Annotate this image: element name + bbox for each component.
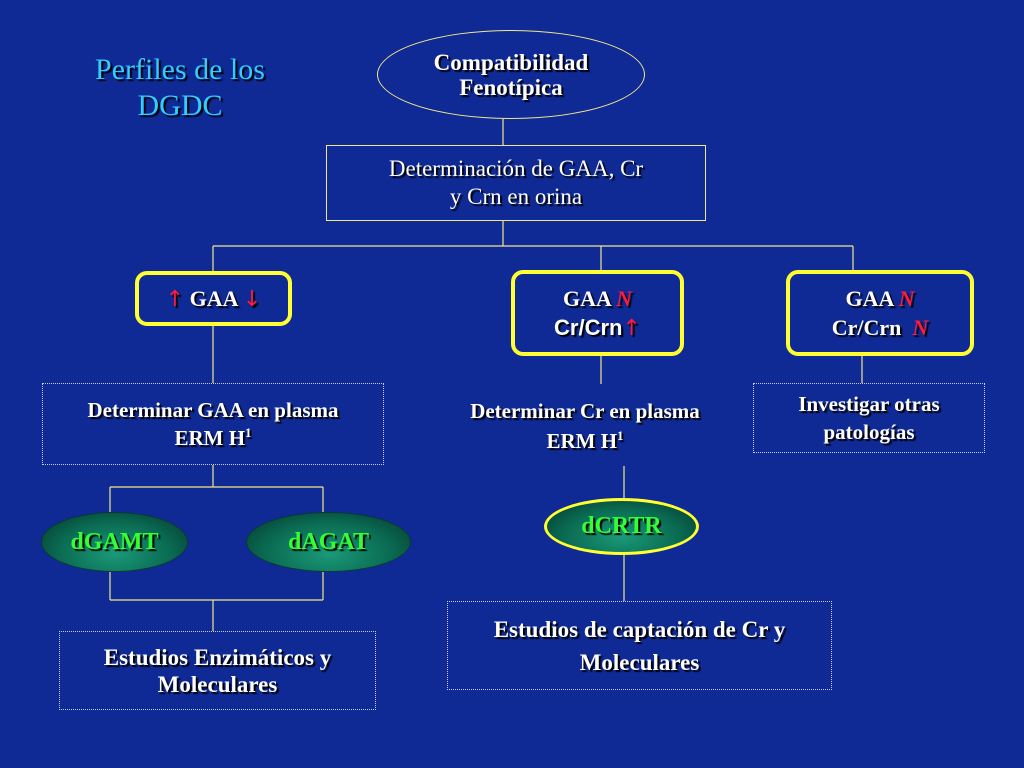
diagnosis-dagat: dAGAT	[246, 512, 411, 572]
determination-node: Determinación de GAA, Cr y Crn en orina	[326, 145, 706, 221]
plasma-cr-node: Determinar Cr en plasma ERM H1	[425, 396, 745, 456]
branch-right-ratio: Cr/Crn	[831, 315, 902, 340]
plasma-gaa-line1: Determinar GAA en plasma	[87, 398, 339, 422]
diagnosis-dcrtr: dCRTR	[544, 498, 699, 555]
branch-left-line: ↑ GAA ↓	[166, 284, 262, 314]
other-line1: Investigar otras	[798, 392, 940, 416]
studies-right-line2: Moleculares	[579, 649, 700, 675]
plasma-gaa-line2: ERM H1	[174, 424, 251, 452]
plasma-cr-erm: ERM H	[546, 429, 618, 453]
root-node-compatibility: Compatibilidad Fenotípica	[377, 30, 645, 119]
page-title-line2: DGDC	[137, 89, 223, 122]
branch-mid-line2: Cr/Crn↑	[554, 313, 641, 343]
plasma-gaa-node: Determinar GAA en plasma ERM H1	[42, 383, 384, 465]
root-node-line2: Fenotípica	[459, 74, 563, 100]
other-line2: patologías	[823, 420, 915, 444]
studies-right-line1: Estudios de captación de Cr y	[493, 616, 786, 642]
studies-left-line2: Moleculares	[157, 671, 278, 697]
branch-right-ratio-flag: N	[912, 315, 929, 340]
plasma-cr-footnote: 1	[617, 428, 624, 443]
plasma-gaa-erm: ERM H	[174, 426, 246, 450]
branch-left-label: GAA	[189, 285, 238, 311]
plasma-gaa-footnote: 1	[245, 425, 252, 440]
root-node-line1: Compatibilidad	[433, 49, 589, 75]
branch-mid-gaa-flag: N	[616, 285, 633, 311]
branch-mid-ratio: Cr/Crn	[554, 314, 623, 340]
page-title-line1: Perfiles de los	[95, 53, 265, 86]
plasma-cr-line2: ERM H1	[425, 426, 745, 456]
studies-uptake-node: Estudios de captación de Cr y Moleculare…	[447, 601, 832, 690]
branch-right-gaa-flag: N	[898, 286, 915, 311]
branch-node-normal: GAA N Cr/Crn N	[786, 270, 974, 356]
page-title: Perfiles de los DGDC	[40, 52, 320, 124]
determination-line1: Determinación de GAA, Cr	[388, 156, 644, 181]
studies-left-line1: Estudios Enzimáticos y	[103, 644, 332, 670]
plasma-cr-line1: Determinar Cr en plasma	[470, 399, 700, 423]
branch-node-crn-elevated: GAA N Cr/Crn↑	[511, 270, 684, 356]
branch-right-line1: GAA N	[845, 284, 914, 313]
studies-enzymatic-node: Estudios Enzimáticos y Moleculares	[59, 631, 376, 710]
diagnosis-dgamt: dGAMT	[41, 512, 188, 572]
determination-line2: y Crn en orina	[449, 184, 583, 209]
branch-right-line2: Cr/Crn N	[832, 313, 929, 342]
other-pathologies-node: Investigar otras patologías	[753, 383, 985, 453]
branch-mid-gaa: GAA	[562, 285, 611, 311]
arrow-up-icon: ↑	[622, 315, 641, 341]
arrow-up-icon: ↑	[165, 286, 185, 312]
branch-right-gaa: GAA	[845, 286, 894, 311]
branch-mid-line1: GAA N	[563, 284, 632, 313]
arrow-down-icon: ↓	[242, 286, 262, 312]
branch-node-gaa-altered: ↑ GAA ↓	[135, 271, 292, 326]
